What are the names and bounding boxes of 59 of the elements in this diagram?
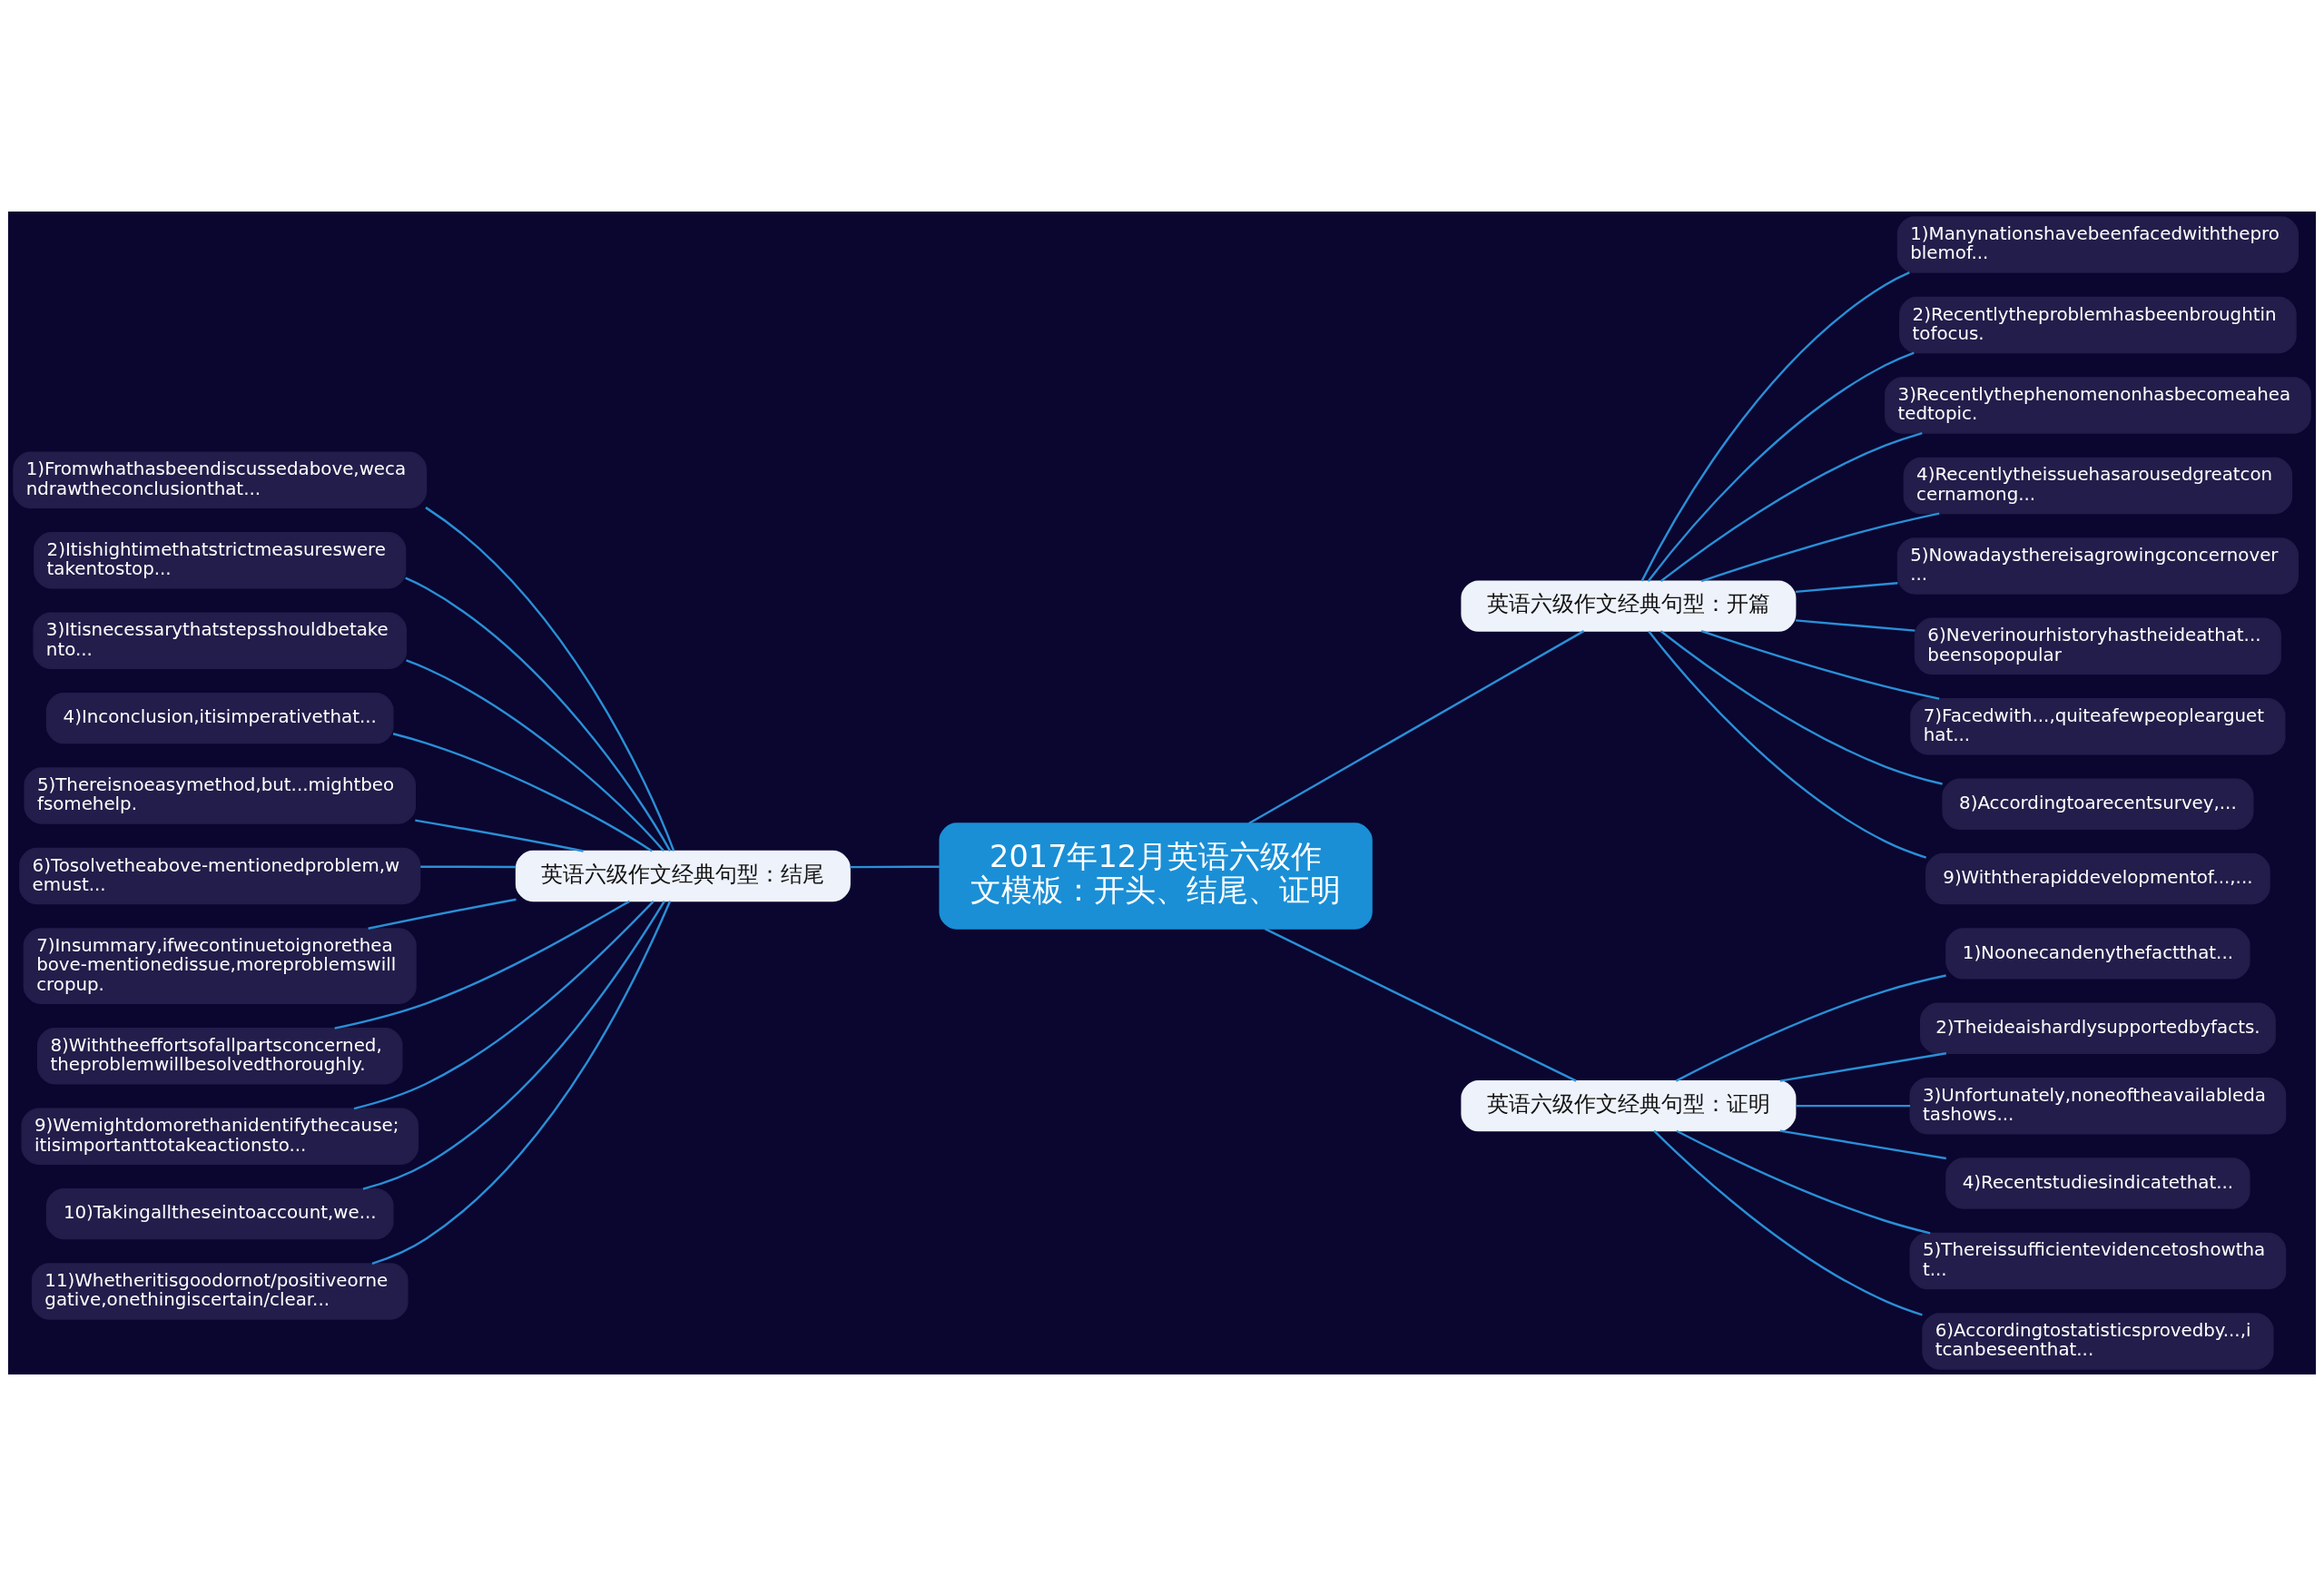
connector [1779,1052,1946,1082]
connector [1795,582,1898,594]
node-box: 8)Accordingtoarecentsurvey,... [1942,778,2254,830]
connector [420,865,517,869]
connector [1659,630,1943,785]
connector [406,659,665,852]
node-box: 5)Thereissufficientevidencetoshowthat... [1909,1232,2287,1290]
connector [1248,630,1585,824]
node-box: 5)Nowadaysthereisagrowingconcernover... [1896,537,2299,595]
node-box: 10)Takingalltheseintoaccount,we... [45,1187,394,1240]
node-box: 1)Fromwhathasbeendiscussedabove,wecandrawtheconclusionthat... [13,451,428,509]
connector [392,733,653,852]
node-box: 9)Wemightdomorethanidentifythecause;itisimportanttotakeactionsto... [21,1108,419,1165]
connector [1648,630,1927,859]
connector [1675,974,1946,1082]
node-box: 2)Itishightimethatstrictmeasuresweretakentostop... [34,532,407,589]
node-box: 2)Recentlytheproblemhasbeenbroughtintofocus. [1899,296,2297,354]
connector [1700,629,1940,700]
connector [1264,927,1577,1082]
connector [371,901,672,1266]
node-box: 英语六级作文经典句型：开篇 [1461,580,1797,632]
node-box: 2)Theideaishardlysupportedbyfacts. [1919,1002,2276,1054]
connector [353,900,655,1110]
connector [368,898,517,930]
node-box: 1)Manynationshavebeenfacedwiththeproblemof... [1896,216,2299,273]
node-box: 1)Noonecandenythefactthat... [1945,928,2250,980]
connector [334,900,631,1029]
node-box: 9)Withtherapiddevelopmentof...,... [1925,852,2270,905]
node-box: 3)Itisnecessarythatstepsshouldbetakento... [33,612,408,669]
connector [1676,1129,1931,1235]
node-box: 3)Recentlythephenomenonhasbecomeaheatedtopic. [1885,377,2311,434]
connector [1653,1129,1923,1316]
node-box: 8)Withtheeffortsofallpartsconcerned,theproblemwillbesolvedthoroughly. [36,1028,403,1085]
node-box: 4)Inconclusion,itisimperativethat... [45,692,394,744]
connector [415,819,584,852]
connector [425,507,675,852]
connector [362,901,665,1190]
node-box: 英语六级作文经典句型：证明 [1461,1079,1797,1132]
node-box: 4)Recentstudiesindicatethat... [1945,1157,2250,1209]
connector [850,865,940,869]
connector [1779,1129,1946,1160]
node-box: 3)Unfortunately,noneoftheavailabledatashows... [1909,1077,2287,1135]
node-box: 2017年12月英语六级作文模板：开头、结尾、证明 [939,823,1373,930]
node-box: 7)Insummary,ifwecontinuetoignoretheabove-mentionedissue,moreproblemswillcropup. [23,928,417,1005]
connector [1700,512,1940,583]
connector [1796,1104,1911,1108]
node-box: 4)Recentlytheissuehasarousedgreatconcernamong... [1903,457,2293,515]
node-box: 6)Tosolvetheabove-mentionedproblem,wemust... [19,847,421,905]
node-box: 11)Whetheritisgoodornot/positiveornegative,onethingiscertain/clear... [31,1263,409,1320]
connector [1647,351,1915,582]
node-box: 6)Accordingtostatisticsprovedby...,itcanbeseenthat... [1922,1313,2274,1370]
node-box: 英语六级作文经典句型：结尾 [515,850,851,902]
connector [1659,431,1923,583]
node-box: 6)Neverinourhistoryhastheideathat...beensopopular [1914,617,2281,675]
connector [1795,619,1915,632]
connector [1640,271,1910,582]
connector [405,576,672,852]
node-box: 7)Facedwith...,quiteafewpeoplearguethat... [1910,698,2286,755]
node-box: 5)Thereisnoeasymethod,but...mightbeofsomehelp. [24,767,417,824]
